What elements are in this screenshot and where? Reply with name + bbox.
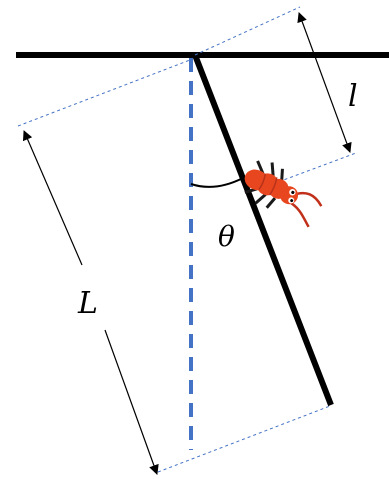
label-large-length: L: [77, 286, 98, 321]
dimension-arrow-l: [297, 12, 352, 153]
guide-line-top-L: [17, 59, 191, 127]
label-small-length: l: [348, 79, 358, 114]
insect-icon: [244, 160, 323, 228]
pendulum-rod: [192, 53, 334, 407]
guide-line-bottom-L: [157, 405, 331, 473]
dimension-arrow-L-lower: [104, 329, 159, 475]
label-angle: θ: [218, 220, 235, 253]
dimension-arrow-L-upper: [22, 130, 83, 266]
angle-arc: [190, 177, 244, 188]
guide-line-bug: [261, 152, 357, 189]
guide-line-top-l: [194, 6, 301, 56]
